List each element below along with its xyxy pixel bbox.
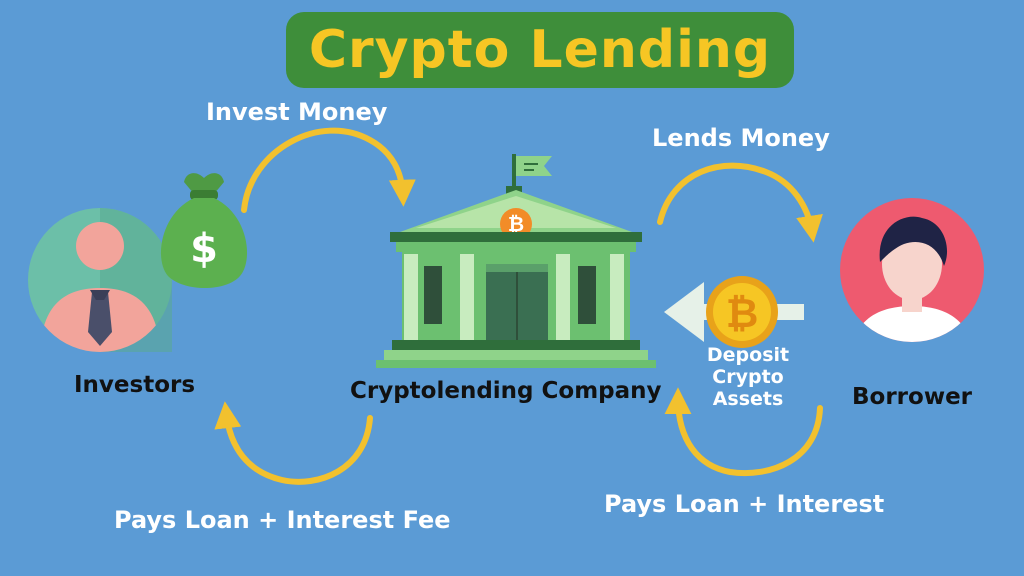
deposit-crypto-assets-label: Deposit Crypto Assets: [690, 344, 806, 410]
money-bag-icon: $: [160, 173, 248, 288]
pays-loan-interest-label: Pays Loan + Interest: [604, 490, 885, 518]
lends-money-arrow: [657, 162, 823, 243]
company-label: Cryptolending Company: [350, 378, 662, 404]
investor-avatar-icon: [28, 208, 172, 352]
pays-loan-interest-fee-label: Pays Loan + Interest Fee: [114, 506, 451, 534]
deposit-line-3: Assets: [712, 388, 784, 410]
pays-loan-interest-arrow: [664, 387, 823, 476]
svg-text:₿: ₿: [726, 291, 759, 337]
investors-label: Investors: [74, 372, 196, 398]
svg-text:₿: ₿: [508, 212, 524, 236]
lends-money-label: Lends Money: [652, 124, 830, 152]
invest-money-label: Invest Money: [206, 98, 388, 126]
invest-money-arrow: [241, 127, 416, 213]
svg-text:$: $: [190, 226, 218, 272]
bitcoin-coin-icon: ₿: [706, 276, 778, 348]
borrower-avatar-icon: [840, 198, 984, 342]
deposit-line-1: Deposit: [706, 344, 790, 366]
pays-loan-interest-fee-arrow: [214, 401, 373, 485]
bank-building-icon: ₿: [376, 154, 656, 368]
borrower-label: Borrower: [852, 384, 973, 410]
page-title: Crypto Lending: [308, 20, 772, 80]
title-banner: Crypto Lending: [286, 12, 794, 88]
deposit-line-2: Crypto: [712, 366, 784, 388]
